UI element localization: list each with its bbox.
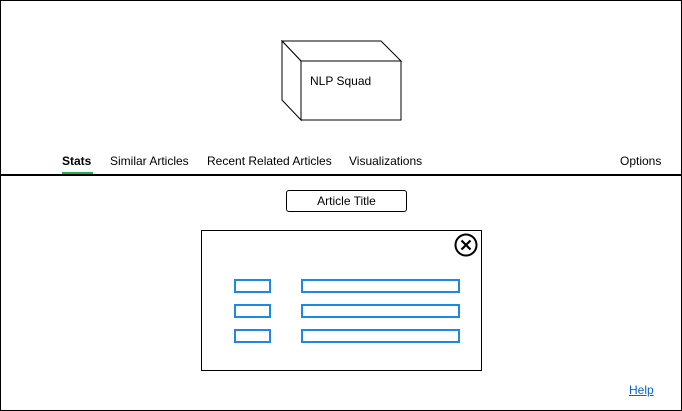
tab-similar-articles[interactable]: Similar Articles — [110, 154, 189, 168]
close-button[interactable] — [454, 233, 478, 257]
tab-bar: Stats Similar Articles Recent Related Ar… — [0, 153, 682, 175]
stat-label-field — [234, 329, 271, 343]
options-menu[interactable]: Options — [620, 154, 662, 168]
stat-value-field — [301, 304, 460, 318]
stats-dialog — [201, 230, 482, 371]
header-separator — [0, 174, 682, 176]
article-title: Article Title — [286, 190, 407, 212]
stat-label-field — [234, 279, 271, 293]
stat-value-field — [301, 329, 460, 343]
help-link[interactable]: Help — [629, 383, 654, 397]
tab-stats[interactable]: Stats — [62, 154, 92, 168]
tab-recent-related-articles[interactable]: Recent Related Articles — [207, 154, 332, 168]
nlp-squad-logo: NLP Squad — [280, 39, 404, 122]
stat-label-field — [234, 304, 271, 318]
logo-label: NLP Squad — [310, 74, 372, 88]
cube-icon — [280, 39, 403, 122]
close-circle-icon — [454, 233, 478, 257]
active-tab-indicator — [62, 172, 93, 174]
tab-visualizations[interactable]: Visualizations — [349, 154, 423, 168]
stat-value-field — [301, 279, 460, 293]
